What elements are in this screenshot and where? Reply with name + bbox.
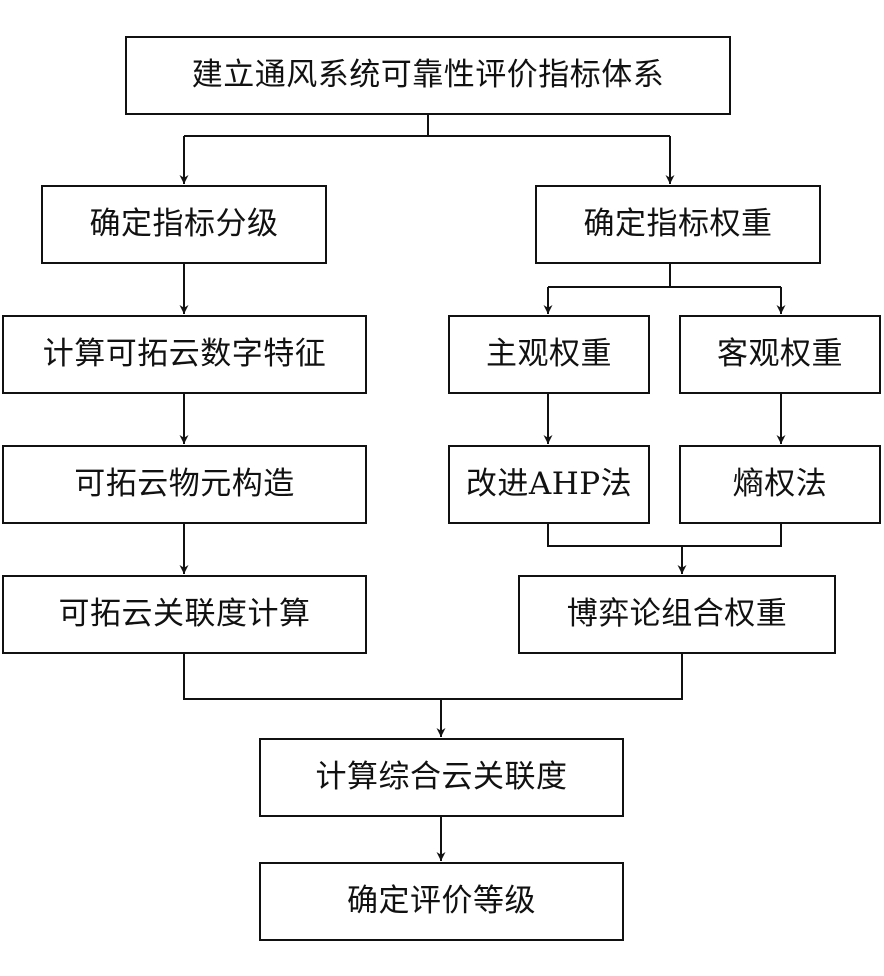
node-label: 改进AHP法 (465, 466, 633, 502)
node-label: 熵权法 (732, 466, 828, 502)
node-comprehensive-correlation: 计算综合云关联度 (259, 738, 624, 817)
node-objective-weight: 客观权重 (679, 315, 881, 394)
node-improved-ahp: 改进AHP法 (448, 445, 650, 524)
node-subjective-weight: 主观权重 (448, 315, 650, 394)
node-label: 主观权重 (486, 336, 612, 372)
node-cloud-digital-features: 计算可拓云数字特征 (2, 315, 367, 394)
node-label: 计算可拓云数字特征 (42, 336, 327, 372)
node-cloud-correlation: 可拓云关联度计算 (2, 575, 367, 654)
node-game-theory-weight: 博弈论组合权重 (518, 575, 836, 654)
node-label: 可拓云关联度计算 (58, 596, 311, 632)
node-evaluation-rating: 确定评价等级 (259, 862, 624, 941)
node-label: 可拓云物元构造 (74, 466, 295, 502)
node-label: 博弈论组合权重 (566, 596, 788, 632)
node-label: 客观权重 (717, 336, 843, 372)
node-label: 计算综合云关联度 (315, 759, 568, 795)
node-index-grading: 确定指标分级 (41, 185, 327, 264)
node-entropy-weight: 熵权法 (679, 445, 881, 524)
node-index-weight: 确定指标权重 (535, 185, 821, 264)
node-label: 确定指标分级 (89, 206, 279, 242)
connector-bottom-merge (183, 654, 683, 700)
node-label: 建立通风系统可靠性评价指标体系 (191, 57, 665, 93)
node-build-index-system: 建立通风系统可靠性评价指标体系 (125, 36, 731, 115)
connector-methods-merge (547, 524, 782, 547)
node-label: 确定评价等级 (347, 883, 536, 919)
node-cloud-matter-element: 可拓云物元构造 (2, 445, 367, 524)
node-label: 确定指标权重 (583, 206, 773, 242)
